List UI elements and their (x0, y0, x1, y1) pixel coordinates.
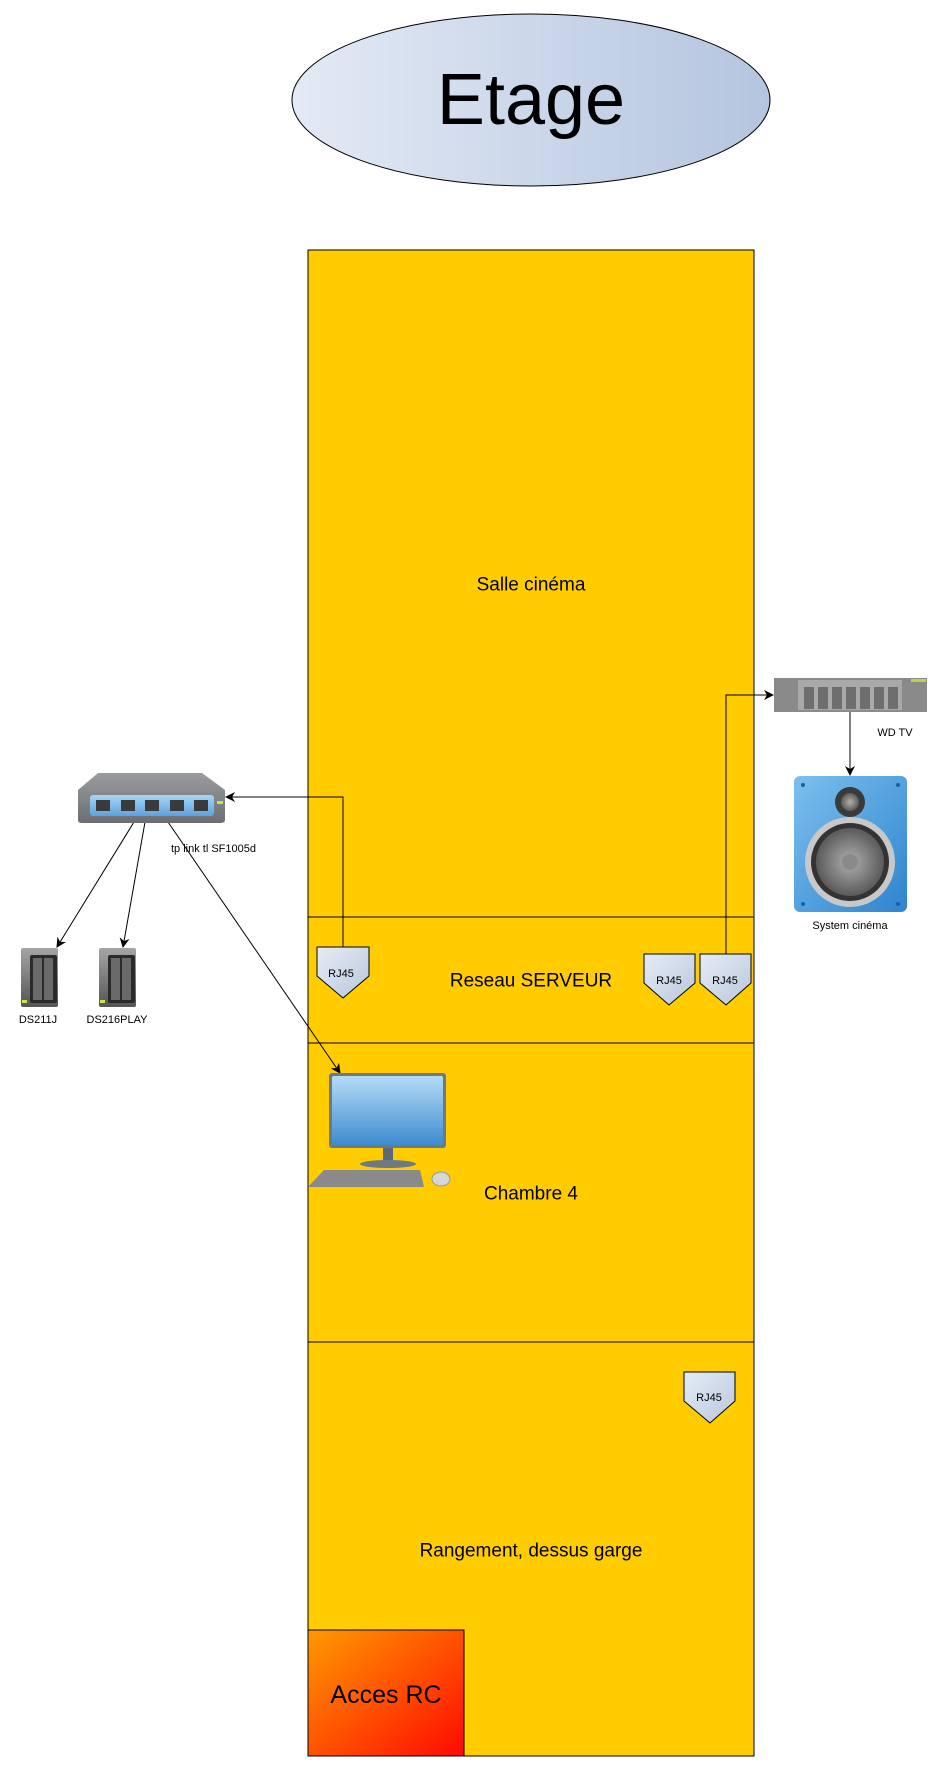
diagram-title: Etage (437, 60, 625, 140)
svg-text:RJ45: RJ45 (712, 975, 738, 987)
network-switch-icon (78, 773, 225, 823)
wdtv-media-player-icon (774, 678, 927, 712)
room-label: Salle cinéma (477, 575, 586, 596)
link-rj45-to-switch (225, 792, 344, 947)
desktop-computer-icon (308, 1073, 451, 1187)
speaker-label: System cinéma (812, 920, 888, 932)
nas-ds211j-icon (21, 948, 58, 1007)
switch-label: tp link tl SF1005d (171, 843, 256, 855)
room-label: Chambre 4 (484, 1184, 578, 1205)
nas1-label: DS211J (19, 1014, 57, 1026)
rj45-socket-serveur-left: RJ45 (316, 946, 370, 999)
link-switch-to-pc (167, 821, 341, 1074)
rj45-socket-serveur-right: RJ45 (699, 953, 752, 1006)
rj45-socket-rangement: RJ45 (683, 1371, 736, 1424)
link-rj45-to-wdtv (725, 690, 774, 954)
acces-rc-label: Acces RC (330, 1681, 441, 1709)
nas2-label: DS216PLAY (87, 1014, 149, 1026)
room-label: Rangement, dessus garge (420, 1541, 643, 1562)
svg-text:RJ45: RJ45 (656, 975, 682, 987)
room-salle-cinema: Salle cinéma (307, 249, 755, 918)
room-label: Reseau SERVEUR (450, 971, 612, 992)
nas-ds216play-icon (99, 948, 136, 1007)
svg-text:RJ45: RJ45 (328, 968, 354, 980)
connection-lines (56, 690, 855, 1074)
rj45-socket-serveur-mid: RJ45 (643, 953, 696, 1006)
wdtv-label: WD TV (877, 727, 913, 739)
link-switch-to-nas1 (56, 821, 135, 948)
acces-rc: Acces RC (307, 1629, 465, 1757)
title-ellipse: Etage (291, 13, 771, 187)
link-switch-to-nas2 (119, 821, 146, 948)
svg-text:RJ45: RJ45 (696, 1392, 722, 1404)
speaker-icon (794, 776, 907, 912)
